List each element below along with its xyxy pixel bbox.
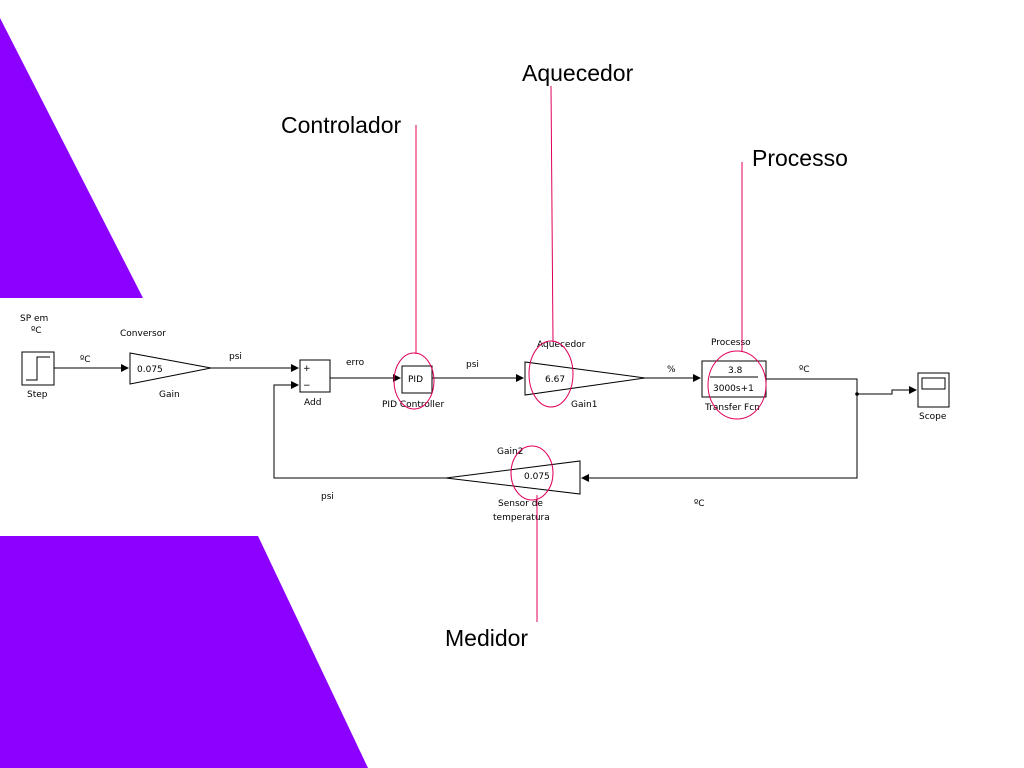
decor-triangle-top bbox=[0, 18, 143, 298]
pid-label: PID Controller bbox=[382, 400, 444, 410]
wire-tf-scope bbox=[766, 378, 917, 395]
signal-c-3: ºC bbox=[694, 499, 705, 509]
sensor-label-line1: Sensor de bbox=[498, 499, 543, 509]
gain-block[interactable] bbox=[129, 352, 212, 385]
callout-label-processo: Processo bbox=[752, 145, 848, 171]
callout-label-medidor: Medidor bbox=[445, 625, 528, 651]
sensor-label-line2: temperatura bbox=[493, 513, 550, 523]
gain-label: Gain bbox=[159, 390, 180, 400]
callout-ellipse-aquecedor bbox=[528, 340, 574, 408]
step-label: Step bbox=[27, 390, 48, 400]
signal-psi-1: psi bbox=[229, 352, 242, 362]
tf-denominator: 3000s+1 bbox=[713, 384, 754, 394]
scope-block[interactable] bbox=[917, 372, 950, 408]
tf-label: Transfer Fcn bbox=[704, 403, 760, 413]
callout-label-aquecedor: Aquecedor bbox=[522, 60, 634, 86]
callout-ellipse-processo bbox=[707, 350, 767, 420]
add-minus: − bbox=[303, 381, 311, 391]
conversor-title: Conversor bbox=[120, 329, 166, 339]
signal-c-2: ºC bbox=[799, 365, 810, 375]
signal-erro: erro bbox=[346, 358, 365, 368]
pid-text: PID bbox=[408, 375, 423, 385]
signal-psi-2: psi bbox=[466, 360, 479, 370]
add-plus: + bbox=[303, 364, 311, 374]
callout-ellipse-controlador bbox=[393, 352, 435, 410]
tf-numerator: 3.8 bbox=[728, 366, 743, 376]
signal-c-1: ºC bbox=[80, 355, 91, 365]
signal-percent: % bbox=[667, 365, 676, 375]
wire-feedback-gain2 bbox=[581, 394, 858, 482]
sp-label-line2: ºC bbox=[31, 326, 42, 336]
signal-psi-3: psi bbox=[321, 492, 334, 502]
gain1-label: Gain1 bbox=[571, 400, 597, 410]
callout-label-controlador: Controlador bbox=[281, 112, 402, 138]
sp-label-line1: SP em bbox=[20, 314, 48, 324]
gain1-block[interactable] bbox=[524, 361, 646, 396]
callout-line-aquecedor bbox=[550, 85, 554, 343]
decor-triangle-bottom bbox=[0, 536, 368, 768]
gain2-title: Gain2 bbox=[497, 447, 523, 457]
gain2-value: 0.075 bbox=[524, 472, 550, 482]
gain-value: 0.075 bbox=[137, 365, 163, 375]
gain1-value: 6.67 bbox=[545, 375, 565, 385]
wire-gain2-add bbox=[273, 381, 446, 479]
callout-ellipse-medidor bbox=[510, 445, 554, 501]
diagram-panel bbox=[0, 298, 1024, 536]
step-block[interactable] bbox=[21, 351, 55, 386]
processo-title: Processo bbox=[711, 338, 751, 348]
add-block[interactable] bbox=[299, 359, 331, 393]
scope-label: Scope bbox=[919, 412, 947, 422]
pid-block[interactable] bbox=[401, 365, 433, 394]
add-label: Add bbox=[304, 398, 321, 408]
